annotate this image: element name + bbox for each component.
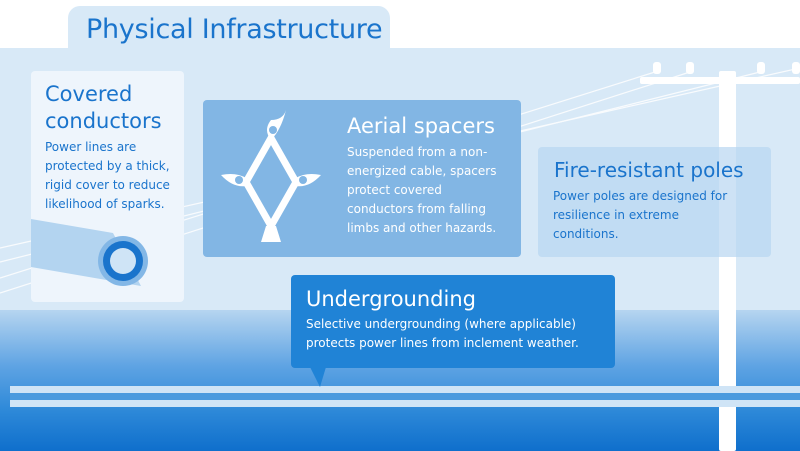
underground-pipe-bottom [10, 400, 800, 407]
under-body: Selective undergrounding (where applicab… [306, 317, 579, 350]
aerial-spacers-card: Aerial spacers Suspended from a non-ener… [203, 100, 521, 257]
covered-conductors-card: Covered conductors Power lines are prote… [31, 71, 184, 302]
spacer-icon [221, 110, 321, 242]
cable-cross-section-icon [31, 219, 148, 286]
covered-title-line2: conductors [45, 109, 162, 133]
header-tab [68, 6, 390, 56]
page-title: Physical Infrastructure [86, 14, 383, 45]
covered-body: Power lines are protected by a thick, ri… [45, 140, 170, 211]
aerial-title: Aerial spacers [347, 114, 495, 138]
aerial-body: Suspended from a non-energized cable, sp… [347, 145, 497, 235]
under-title: Undergrounding [306, 287, 476, 311]
underground-pipe-top [10, 386, 800, 393]
fire-resistant-poles-card: Fire-resistant poles Power poles are des… [538, 147, 771, 257]
fire-body: Power poles are designed for resilience … [553, 189, 728, 241]
underground-pipe-icon [10, 393, 800, 400]
undergrounding-card: Undergrounding Selective undergrounding … [291, 275, 615, 368]
covered-title-line1: Covered [45, 82, 133, 106]
fire-title: Fire-resistant poles [554, 158, 744, 182]
callout-pointer [310, 367, 326, 387]
